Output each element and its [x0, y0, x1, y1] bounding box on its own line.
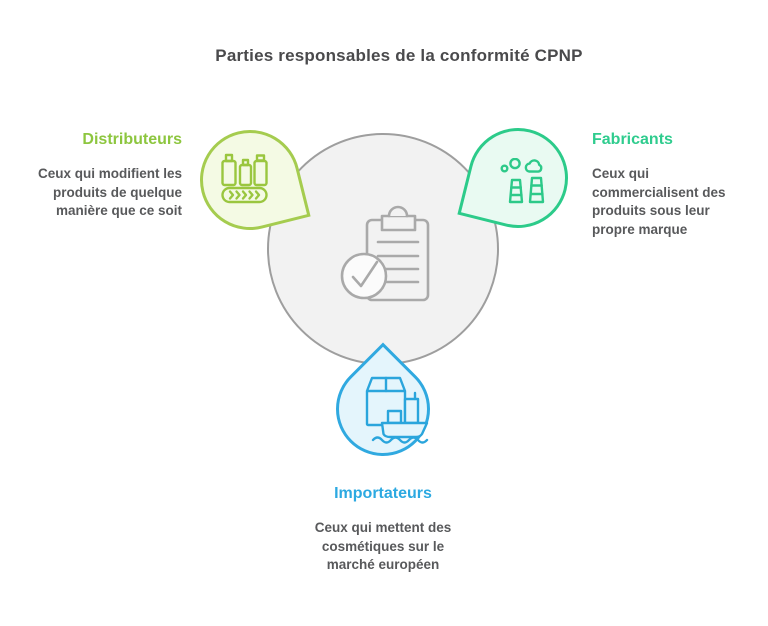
distributeurs-block: Distributeurs Ceux qui modifient les pro…	[14, 130, 182, 221]
factory-icon	[500, 158, 545, 204]
page-title: Parties responsables de la conformité CP…	[215, 46, 583, 65]
fabricants-label: Fabricants	[592, 131, 673, 148]
distributeurs-label: Distributeurs	[82, 131, 182, 148]
importateurs-label: Importateurs	[334, 485, 432, 502]
center-circle	[267, 133, 499, 365]
distributeurs-description: Ceux qui modifient les produits de quelq…	[37, 166, 182, 218]
fabricants-block: Fabricants Ceux qui commercialisent des …	[592, 130, 732, 239]
package-ship-icon	[365, 376, 429, 444]
fabricants-description: Ceux qui commercialisent des produits so…	[592, 166, 726, 237]
importateurs-description: Ceux qui mettent des cosmétiques sur le …	[314, 520, 452, 572]
bottles-conveyor-icon	[221, 153, 268, 204]
clipboard-check-icon	[340, 205, 430, 302]
importateurs-block: Importateurs Ceux qui mettent des cosmét…	[283, 484, 483, 575]
